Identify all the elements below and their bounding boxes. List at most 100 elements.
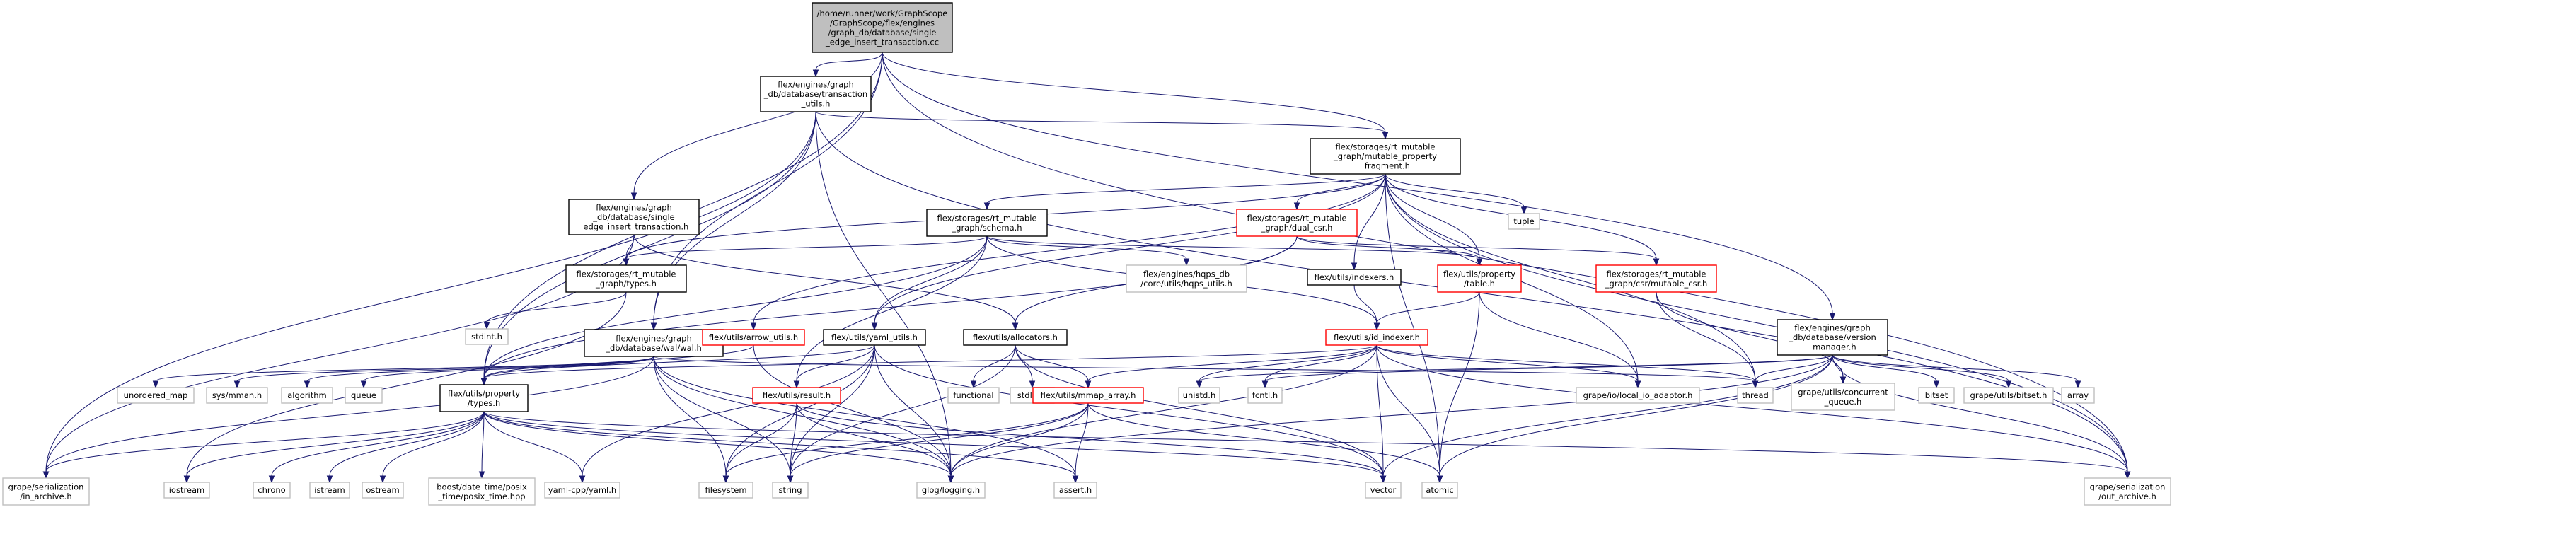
node-mmap_array[interactable]: flex/utils/mmap_array.h [1032,387,1144,404]
node-label-line: stdint.h [471,332,502,342]
edge-root-to-version_manager [882,52,1836,321]
node-box [281,387,333,404]
node-label-line: grape/io/local_io_adaptor.h [1583,390,1693,400]
node-mutable_property_fragment[interactable]: flex/storages/rt_mutable_graph/mutable_p… [1310,138,1461,175]
node-version_manager[interactable]: flex/engines/graph_db/database/version_m… [1777,319,1888,356]
node-id_indexer[interactable]: flex/utils/id_indexer.h [1325,329,1428,346]
node-box [947,387,1000,404]
node-indexers[interactable]: flex/utils/indexers.h [1307,269,1402,286]
node-allocators[interactable]: flex/utils/allocators.h [963,329,1068,346]
node-yaml_utils[interactable]: flex/utils/yaml_utils.h [823,329,926,346]
node-label-line: array [2067,390,2089,400]
node-property_types[interactable]: flex/utils/property/types.h [439,384,529,412]
edge-allocators-to-stdlib [1015,344,1036,389]
node-box [1365,482,1402,499]
node-label-line: filesystem [705,485,746,495]
node-box [362,482,404,499]
node-transaction_utils[interactable]: flex/engines/graph_db/database/transacti… [760,76,872,112]
node-box [568,199,700,235]
edge-rt_types-to-stdint [483,291,627,330]
edge-mutable_property_fragment-to-tuple [1385,173,1527,215]
node-box [2,477,90,506]
node-in_archive: grape/serialization/in_archive.h [2,477,90,506]
edge-result_h-to-vector [796,402,1387,484]
node-label-line: flex/storages/rt_mutable [1247,213,1347,223]
node-label-line: flex/utils/property [448,388,520,398]
node-result_h[interactable]: flex/utils/result.h [752,387,841,404]
node-box [2084,477,2171,506]
node-label-line: _graph/mutable_property [1333,151,1437,161]
node-label-line: grape/utils/bitset.h [1970,390,2047,400]
edge-version_manager-to-unistd [1196,354,1833,389]
edge-mutable_property_fragment-to-indexers [1351,173,1386,271]
node-label-line: flex/engines/graph [616,333,692,343]
edge-id_indexer-to-atomic [1376,344,1443,484]
node-label-line: queue [351,390,376,400]
node-unistd: unistd.h [1178,387,1220,404]
edge-wal-to-assert [653,356,1079,484]
edge-allocators-to-functional [970,344,1016,389]
node-label-line: istream [314,485,345,495]
node-root[interactable]: /home/runner/work/GraphScope/GraphScope/… [812,2,953,53]
node-bitset: bitset [1918,387,1955,404]
node-box [702,329,805,346]
node-wal[interactable]: flex/engines/graph_db/database/wal/wal.h [584,329,724,357]
node-single_edge_insert_h[interactable]: flex/engines/graph_db/database/single_ed… [568,199,700,235]
node-box [1777,319,1888,356]
node-label-line: _fragment.h [1360,161,1410,171]
edge-mutable_csr-to-thread [1656,291,1759,389]
edge-version_manager-to-bitset [1832,354,1940,389]
node-label-line: _db/database/version [1788,332,1876,342]
node-box [565,264,687,293]
node-label-line: ostream [366,485,399,495]
node-atomic: atomic [1421,482,1458,499]
edge-wal-to-queue [360,356,654,389]
node-schema_h[interactable]: flex/storages/rt_mutable_graph/schema.h [926,209,1048,237]
node-box [772,482,809,499]
node-label-line: algorithm [287,390,327,400]
node-box [1032,387,1144,404]
edge-root-to-single_edge_insert_h [630,52,883,201]
node-label-line: flex/storages/rt_mutable [577,269,676,279]
edge-property_types-to-yaml_cpp [483,411,586,484]
node-label-line: grape/serialization [2090,482,2166,491]
node-label-line: chrono [258,485,285,495]
edge-wal-to-algorithm [304,356,654,389]
node-box [1576,387,1700,404]
node-box [2061,387,2095,404]
node-box [465,328,509,345]
node-mutable_csr[interactable]: flex/storages/rt_mutable_graph/csr/mutab… [1595,264,1717,293]
edge-version_manager-to-fcntl [1261,354,1833,389]
edge-mutable_property_fragment-to-yaml_utils [871,173,1386,331]
node-box [1236,209,1358,237]
node-label-line: flex/storages/rt_mutable [1607,269,1706,279]
node-box [1963,387,2054,404]
edge-mmap_array-to-glog [947,402,1089,484]
node-arrow_utils[interactable]: flex/utils/arrow_utils.h [702,329,805,346]
edge-property_table-to-atomic [1436,291,1480,484]
node-label-line: grape/utils/concurrent [1798,387,1888,397]
node-ostream: ostream [362,482,404,499]
edge-id_indexer-to-thread [1376,344,1759,389]
node-assert: assert.h [1053,482,1097,499]
node-rt_types[interactable]: flex/storages/rt_mutable_graph/types.h [565,264,687,293]
node-label-line: /core/utils/hqps_utils.h [1140,279,1232,289]
node-dual_csr[interactable]: flex/storages/rt_mutable_graph/dual_csr.… [1236,209,1358,237]
node-box [760,76,872,112]
node-box [1737,387,1774,404]
node-thread: thread [1737,387,1774,404]
node-local_io_adaptor: grape/io/local_io_adaptor.h [1576,387,1700,404]
edge-property_types-to-in_archive [42,411,485,479]
node-box [206,387,268,404]
edge-property_types-to-ostream [379,411,485,484]
edge-mmap_array-to-assert [1072,402,1089,484]
node-box [163,482,210,499]
node-out_archive: grape/serialization/out_archive.h [2084,477,2171,506]
edge-mutable_property_fragment-to-atomic [1385,173,1443,484]
node-array: array [2061,387,2095,404]
edge-wal-to-string [653,356,794,484]
edge-wal-to-in_archive [42,356,654,479]
edge-wal-to-thread [653,356,1759,389]
node-property_table[interactable]: flex/utils/property/table.h [1437,264,1522,293]
node-box [1918,387,1955,404]
